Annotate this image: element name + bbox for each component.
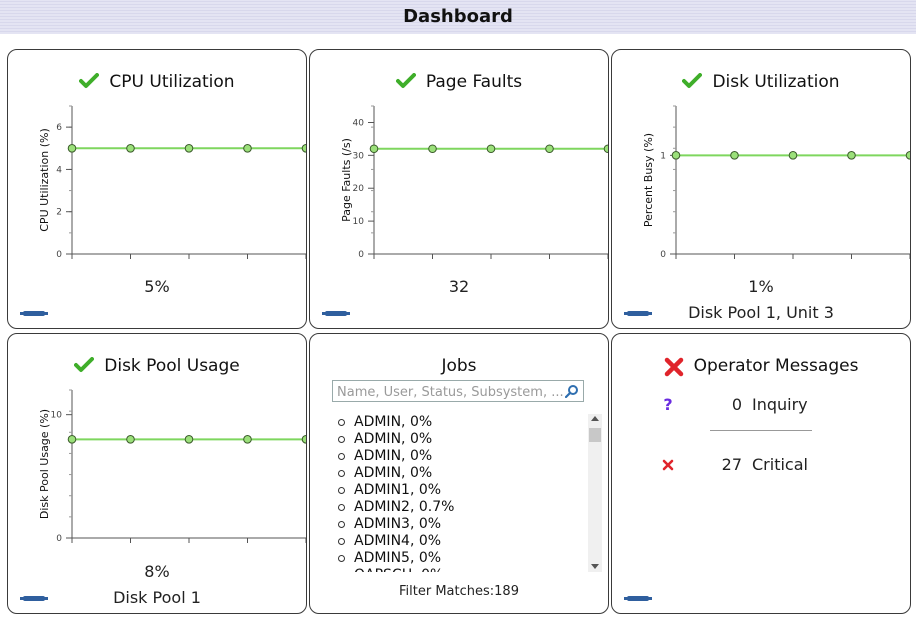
job-list-item[interactable]: ADMIN1, 0%: [338, 482, 584, 499]
job-list-item[interactable]: QAPSCH, 0%: [354, 567, 584, 572]
expand-handle-icon[interactable]: [624, 309, 652, 318]
job-list-item[interactable]: ADMIN, 0%: [338, 414, 584, 431]
job-search-input[interactable]: [335, 382, 565, 403]
disk-pool-usage-value: 8%: [144, 562, 170, 581]
job-list-scrollbar[interactable]: [588, 414, 602, 572]
data-point: [428, 144, 437, 154]
panel-title: Disk Utilization: [612, 72, 910, 94]
panel-title: Jobs: [441, 356, 477, 376]
jobs-panel[interactable]: Jobs ADMIN, 0%ADMIN, 0%ADMIN, 0%ADMIN, 0…: [309, 333, 609, 614]
disk-pool-usage-chart: 01013:52:2213:52:2313:52:2413:52:2613:52…: [38, 389, 306, 556]
data-point: [545, 144, 554, 154]
panel-title: Disk Pool Usage: [8, 356, 306, 378]
data-point: [126, 143, 135, 153]
disk-pool-usage-panel[interactable]: Disk Pool Usage 01013:52:2213:52:2313:52…: [7, 333, 307, 614]
job-search-box[interactable]: [332, 380, 584, 403]
disk-unit-label: Disk Pool 1, Unit 3: [688, 303, 834, 322]
filter-matches: Filter Matches:189: [399, 584, 519, 599]
page-faults-panel[interactable]: Page Faults 01020304013:52:2213:52:2313:…: [309, 49, 609, 329]
panel-title: CPU Utilization: [8, 72, 306, 94]
job-list-item[interactable]: ADMIN3, 0%: [338, 516, 584, 533]
y-tick-label: 10: [51, 411, 63, 421]
y-tick-label: 10: [353, 217, 365, 227]
disk-utilization-panel[interactable]: Disk Utilization 0113:52:2213:52:2313:52…: [611, 49, 911, 329]
job-list-item[interactable]: ADMIN2, 0.7%: [338, 499, 584, 516]
divider: [710, 430, 812, 431]
check-icon: [395, 73, 416, 94]
data-point: [243, 143, 252, 153]
data-point: [184, 143, 194, 153]
data-point: [788, 151, 798, 160]
y-axis-label: Page Faults (/s): [340, 138, 353, 222]
y-tick-label: 20: [353, 184, 365, 194]
disk-utilization-value: 1%: [748, 277, 774, 296]
check-icon: [79, 73, 100, 94]
critical-count: 27: [721, 455, 742, 474]
y-tick-label: 6: [56, 123, 62, 133]
scroll-down-icon[interactable]: [591, 564, 599, 569]
expand-handle-icon[interactable]: [20, 594, 48, 603]
critical-x-icon: [660, 455, 676, 474]
job-list-item[interactable]: ADMIN, 0%: [338, 465, 584, 482]
y-axis-label: Disk Pool Usage (%): [38, 409, 51, 519]
page-faults-chart: 01020304013:52:2213:52:2313:52:2413:52:2…: [340, 105, 608, 272]
data-point: [486, 144, 496, 154]
search-icon[interactable]: [565, 384, 579, 398]
data-point: [905, 151, 910, 160]
data-point: [126, 435, 135, 444]
disk-pool-label: Disk Pool 1: [113, 588, 201, 607]
y-tick-label: 40: [353, 118, 365, 128]
data-point: [184, 435, 194, 444]
y-tick-label: 4: [56, 165, 62, 175]
panel-title: Page Faults: [310, 72, 608, 94]
y-tick-label: 0: [56, 250, 62, 260]
y-tick-label: 2: [56, 208, 62, 218]
inquiry-count: 0: [731, 395, 742, 414]
job-list-item[interactable]: ADMIN5, 0%: [338, 550, 584, 567]
scroll-thumb[interactable]: [589, 428, 601, 442]
error-x-icon: [664, 357, 684, 378]
critical-label: Critical: [752, 455, 808, 474]
data-point: [67, 143, 77, 153]
expand-handle-icon[interactable]: [624, 594, 652, 603]
data-point: [730, 151, 739, 160]
data-point: [369, 144, 379, 154]
job-list-item[interactable]: ADMIN, 0%: [338, 431, 584, 448]
cpu-utilization-chart: 024613:52:2213:52:2313:52:2413:52:2613:5…: [38, 105, 306, 272]
y-tick-label: 0: [660, 250, 666, 260]
check-icon: [682, 73, 703, 94]
data-point: [301, 435, 306, 444]
cpu-utilization-value: 5%: [144, 277, 170, 296]
operator-messages-panel[interactable]: Operator Messages ? 0 Inquiry 27 Critica…: [611, 333, 911, 614]
y-tick-label: 0: [358, 250, 364, 260]
data-point: [671, 151, 681, 160]
job-list-item[interactable]: ADMIN, 0%: [338, 448, 584, 465]
question-icon: ?: [663, 395, 673, 414]
y-axis-label: Percent Busy (%): [642, 133, 655, 227]
inquiry-label: Inquiry: [752, 395, 808, 414]
y-axis-label: CPU Utilization (%): [38, 128, 51, 232]
data-point: [67, 435, 77, 444]
page-title: Dashboard: [403, 6, 513, 27]
data-point: [847, 151, 856, 160]
expand-handle-icon[interactable]: [20, 309, 48, 318]
check-icon: [74, 357, 95, 378]
expand-handle-icon[interactable]: [322, 309, 350, 318]
data-point: [603, 144, 608, 154]
job-list-item[interactable]: ADMIN4, 0%: [338, 533, 584, 550]
scroll-up-icon[interactable]: [591, 416, 599, 421]
data-point: [301, 143, 306, 153]
y-tick-label: 1: [660, 151, 666, 161]
panel-title: Operator Messages: [612, 356, 910, 378]
cpu-utilization-panel[interactable]: CPU Utilization 024613:52:2213:52:2313:5…: [7, 49, 307, 329]
y-tick-label: 0: [56, 534, 62, 544]
job-list[interactable]: ADMIN, 0%ADMIN, 0%ADMIN, 0%ADMIN, 0%ADMI…: [332, 414, 584, 572]
page-faults-value: 32: [448, 277, 470, 296]
data-point: [243, 435, 252, 444]
dashboard-header: Dashboard: [0, 0, 916, 34]
y-tick-label: 30: [353, 151, 365, 161]
disk-utilization-chart: 0113:52:2213:52:2313:52:2413:52:2613:52:…: [642, 105, 910, 272]
